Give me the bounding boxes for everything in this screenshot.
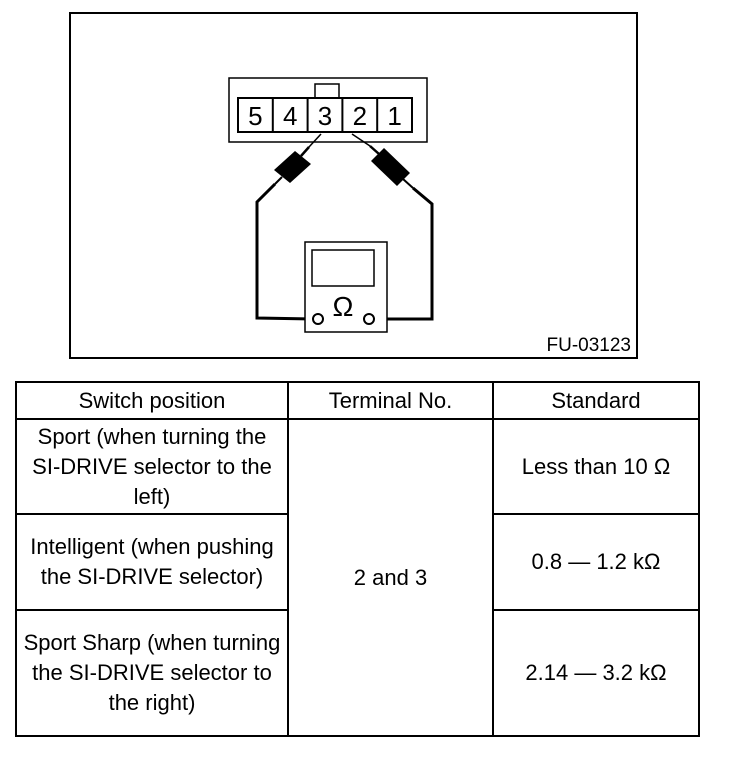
probe-tip-left [274,151,311,183]
ohmmeter: Ω [304,241,388,333]
table-row: Sport Sharp (when turning the SI-DRIVE s… [15,609,700,737]
switch-position-cell: Sport Sharp (when turning the SI-DRIVE s… [15,609,289,737]
connector: 5 4 3 2 1 [228,77,428,143]
standard-cell: 0.8 — 1.2 kΩ [492,513,700,611]
probe-right [351,133,434,321]
meter-terminal-right [363,313,375,325]
table-row: Intelligent (when pushing the SI-DRIVE s… [15,513,700,611]
figure-code: FU-03123 [547,335,632,356]
connector-lock-tab [314,83,340,99]
test-lead-right [374,186,434,321]
header-terminal-no: Terminal No. [287,381,494,420]
probe-left [255,133,322,321]
standard-cell: 2.14 — 3.2 kΩ [492,609,700,737]
pin-label: 2 [353,101,367,131]
terminal-cell: 2 and 3 [287,418,494,737]
standard-cell: Less than 10 Ω [492,418,700,515]
resistance-spec-table: Switch position Terminal No. Standard Sp… [15,381,700,737]
pin-label: 4 [283,101,297,131]
table-row: Sport (when turning the SI-DRIVE selecto… [15,418,700,737]
connector-diagram: 5 4 3 2 1 Ω [69,12,638,359]
switch-position-cell: Sport (when turning the SI-DRIVE selecto… [15,418,289,515]
connector-face [237,97,413,133]
header-standard: Standard [492,381,700,420]
pin-label: 3 [318,101,332,131]
pin-label: 1 [387,101,401,131]
pin-label: 5 [248,101,262,131]
test-lead-left [255,182,314,321]
header-switch-position: Switch position [15,381,289,420]
switch-position-cell: Intelligent (when pushing the SI-DRIVE s… [15,513,289,611]
meter-terminal-left [312,313,324,325]
meter-display [311,249,375,287]
table-header-row: Switch position Terminal No. Standard [15,381,700,420]
ohm-symbol: Ω [333,291,354,322]
probe-tip-right [371,148,410,186]
diagram-svg: 5 4 3 2 1 Ω [69,12,638,359]
